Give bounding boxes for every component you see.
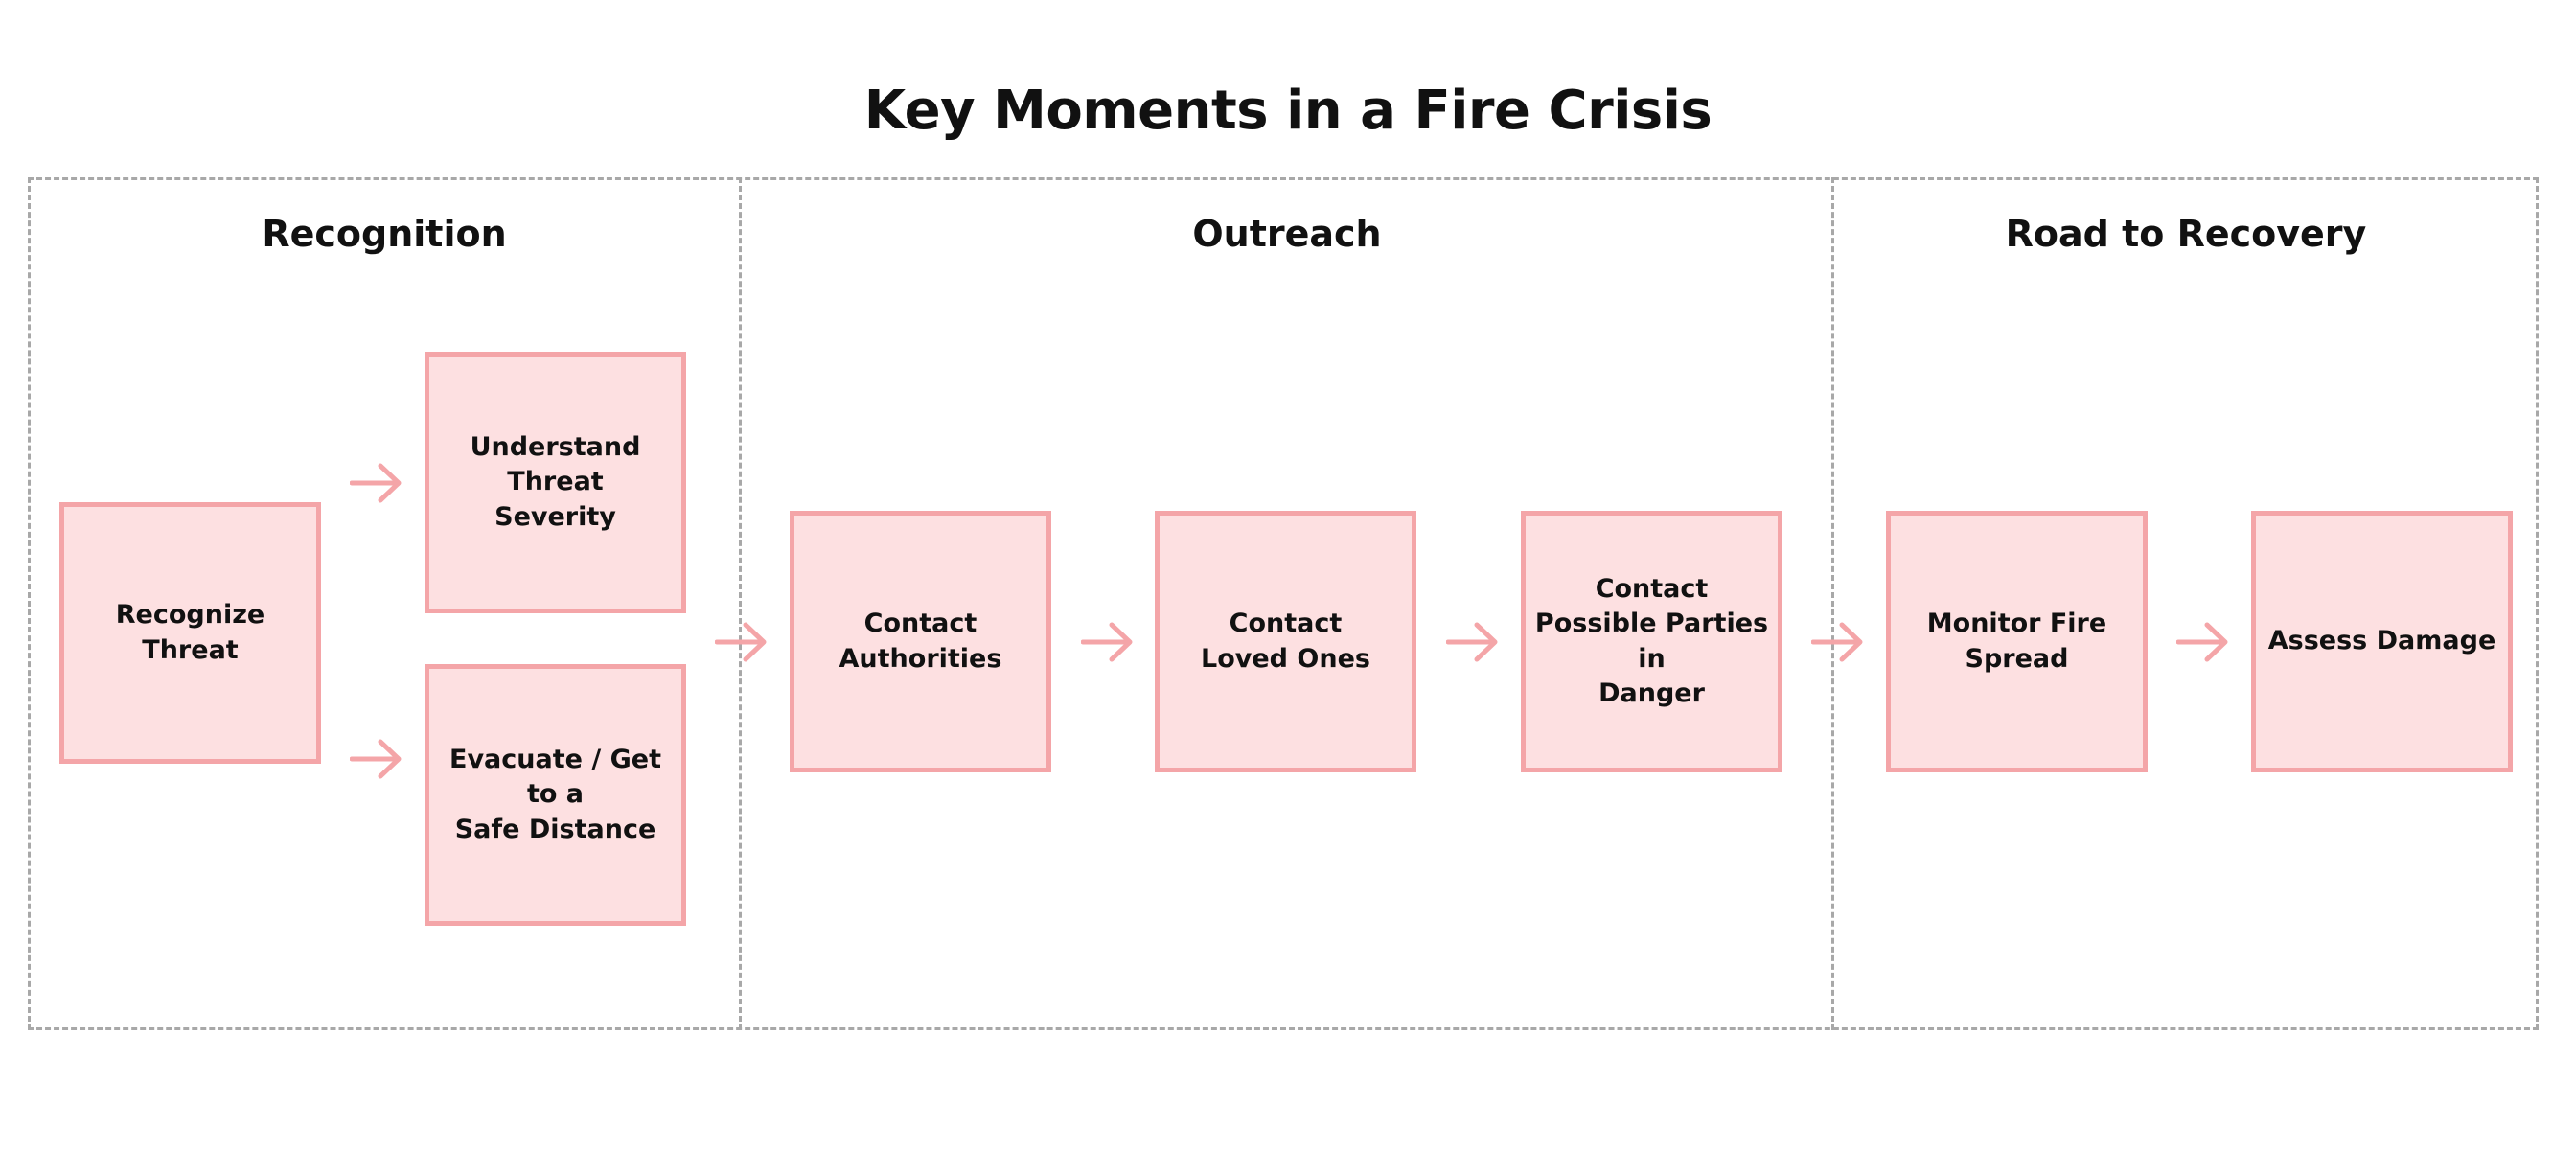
node-contact-possible-parties: Contact Possible Parties in Danger bbox=[1521, 511, 1782, 772]
section-divider-1 bbox=[739, 177, 742, 1030]
section-divider-2 bbox=[1831, 177, 1834, 1030]
node-monitor-fire-spread: Monitor Fire Spread bbox=[1886, 511, 2148, 772]
section-title-recognition: Recognition bbox=[262, 213, 507, 255]
node-contact-authorities: Contact Authorities bbox=[790, 511, 1051, 772]
arrow-icon bbox=[2176, 621, 2230, 663]
node-assess-damage: Assess Damage bbox=[2251, 511, 2513, 772]
diagram-frame bbox=[28, 177, 2539, 1030]
arrow-icon bbox=[1081, 621, 1135, 663]
arrow-icon bbox=[350, 738, 403, 780]
node-understand-threat-severity: Understand Threat Severity bbox=[425, 352, 686, 613]
section-title-road-to-recovery: Road to Recovery bbox=[2005, 213, 2367, 255]
node-contact-loved-ones: Contact Loved Ones bbox=[1155, 511, 1416, 772]
section-title-outreach: Outreach bbox=[1192, 213, 1382, 255]
diagram-title: Key Moments in a Fire Crisis bbox=[863, 80, 1713, 142]
node-evacuate: Evacuate / Get to a Safe Distance bbox=[425, 664, 686, 926]
arrow-icon bbox=[350, 462, 403, 504]
node-recognize-threat: Recognize Threat bbox=[59, 502, 321, 764]
arrow-icon bbox=[715, 621, 769, 663]
arrow-icon bbox=[1811, 621, 1865, 663]
arrow-icon bbox=[1446, 621, 1500, 663]
